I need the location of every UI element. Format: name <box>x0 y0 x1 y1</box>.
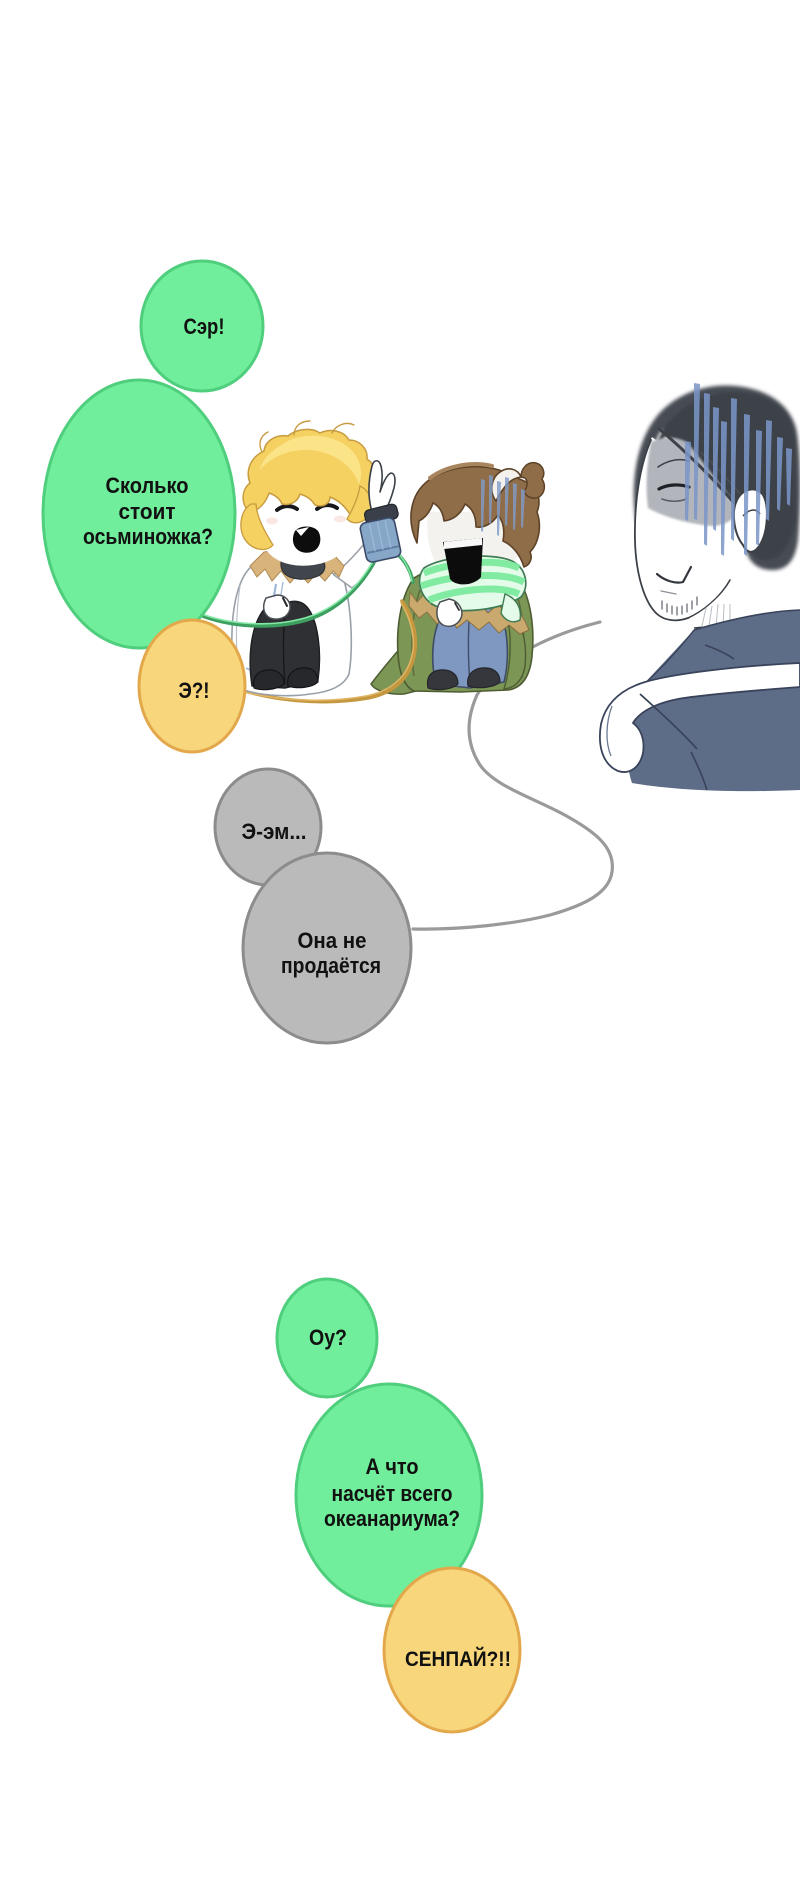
svg-text:осьминожка?: осьминожка? <box>83 524 213 549</box>
svg-text:Э-эм...: Э-эм... <box>242 819 307 844</box>
svg-text:стоит: стоит <box>119 499 176 524</box>
svg-text:Сколько: Сколько <box>106 473 189 498</box>
svg-text:А что: А что <box>366 1454 419 1479</box>
svg-text:Э?!: Э?! <box>179 678 210 703</box>
svg-text:насчёт всего: насчёт всего <box>332 1481 453 1506</box>
svg-text:продаётся: продаётся <box>281 953 381 978</box>
svg-text:Она не: Она не <box>298 928 367 953</box>
svg-text:океанариума?: океанариума? <box>324 1506 460 1531</box>
svg-text:Сэр!: Сэр! <box>184 314 225 339</box>
svg-text:Оу?: Оу? <box>309 1325 347 1350</box>
svg-text:СЕНПАЙ?!!: СЕНПАЙ?!! <box>405 1647 511 1671</box>
